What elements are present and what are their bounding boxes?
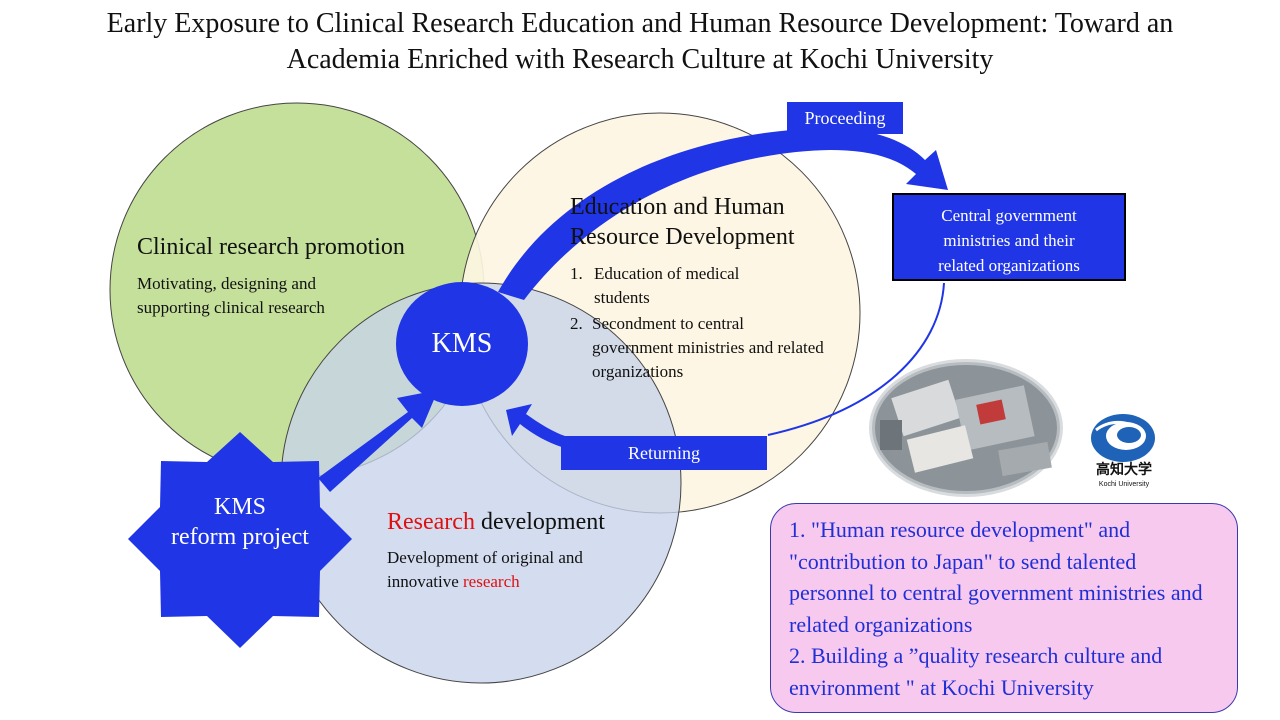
education-item-2-num: 2. <box>570 314 583 333</box>
education-item-2: 2. Secondment to central government mini… <box>570 312 832 384</box>
university-logo <box>1091 414 1155 462</box>
ministries-line-1: Central government <box>941 206 1077 225</box>
campus-photo <box>869 359 1063 497</box>
education-item-1-num: 1. <box>570 264 583 283</box>
research-body: Development of original and innovative r… <box>387 546 647 594</box>
research-body-prefix: Development of original and innovative <box>387 548 583 591</box>
purpose-box: 1. "Human resource development" and "con… <box>770 503 1238 713</box>
research-title-rest: development <box>474 509 605 535</box>
reform-star <box>128 432 352 648</box>
research-body-red: research <box>463 572 520 591</box>
education-item-2-text: Secondment to central government ministr… <box>592 314 824 381</box>
ministries-box: Central government ministries and their … <box>892 193 1126 281</box>
research-title-red: Research <box>387 509 475 535</box>
reform-arrow <box>318 390 438 492</box>
title-line-1: Early Exposure to Clinical Research Educ… <box>106 8 1174 39</box>
proceeding-arrow <box>498 128 948 300</box>
reform-label: KMS reform project <box>150 492 330 552</box>
ministries-line-3: related organizations <box>938 256 1080 275</box>
kms-circle <box>396 282 528 406</box>
ministries-line-2: ministries and their <box>943 231 1075 250</box>
kms-label: KMS <box>431 328 493 359</box>
education-title-line-1: Education and Human <box>570 194 785 220</box>
returning-label: Returning <box>561 436 767 470</box>
returning-arrow <box>506 404 565 448</box>
title-line-2: Academia Enriched with Research Culture … <box>286 44 994 75</box>
education-item-1: 1. Education of medical students <box>570 262 832 310</box>
clinical-title: Clinical research promotion <box>137 234 405 260</box>
logo-kanji: 高知大学 <box>1096 462 1152 478</box>
education-title-line-2: Resource Development <box>570 224 795 250</box>
education-item-1-text: Education of medical students <box>594 264 740 307</box>
proceeding-label: Proceeding <box>787 102 903 134</box>
reform-label-line-1: KMS <box>213 494 267 520</box>
clinical-body: Motivating, designing and supporting cli… <box>137 274 325 317</box>
research-title: Research development <box>387 507 605 537</box>
education-title: Education and Human Resource Development <box>570 192 795 252</box>
purpose-item-2: 2. Building a ”quality research culture … <box>789 643 1163 700</box>
returning-curve <box>767 282 945 436</box>
logo-sub: Kochi University <box>1098 481 1150 488</box>
page-title: Early Exposure to Clinical Research Educ… <box>0 6 1280 78</box>
purpose-item-1: 1. "Human resource development" and "con… <box>789 517 1203 637</box>
reform-label-line-2: reform project <box>171 524 309 550</box>
education-list: 1. Education of medical students 2. Seco… <box>570 262 832 384</box>
